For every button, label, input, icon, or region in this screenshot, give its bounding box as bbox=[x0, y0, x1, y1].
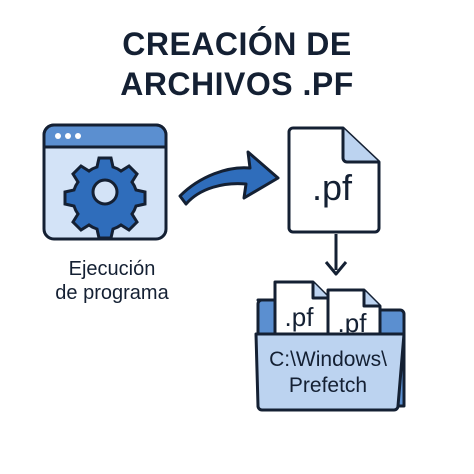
gear-icon bbox=[63, 156, 147, 240]
folder-front: C:\Windows\ Prefetch bbox=[254, 332, 406, 412]
folder-file-label-1: .pf bbox=[285, 302, 315, 332]
title-line-2: ARCHIVOS .PF bbox=[120, 66, 354, 102]
down-arrow-icon bbox=[324, 234, 348, 276]
window-dot-icon bbox=[55, 133, 61, 139]
window-dot-icon bbox=[75, 133, 81, 139]
curved-arrow-icon bbox=[178, 150, 280, 206]
program-caption-line-1: Ejecución bbox=[68, 258, 156, 280]
window-dot-icon bbox=[65, 133, 71, 139]
folder-path-line-2: Prefetch bbox=[289, 374, 367, 397]
document-icon: .pf bbox=[287, 126, 381, 234]
folder-path-line-1: C:\Windows\ bbox=[269, 348, 387, 371]
document-label: .pf bbox=[312, 167, 353, 208]
folder-file-icon: .pf bbox=[273, 280, 331, 344]
title-line-1: CREACIÓN DE bbox=[122, 26, 352, 62]
program-caption-line-2: de programa bbox=[55, 282, 169, 304]
